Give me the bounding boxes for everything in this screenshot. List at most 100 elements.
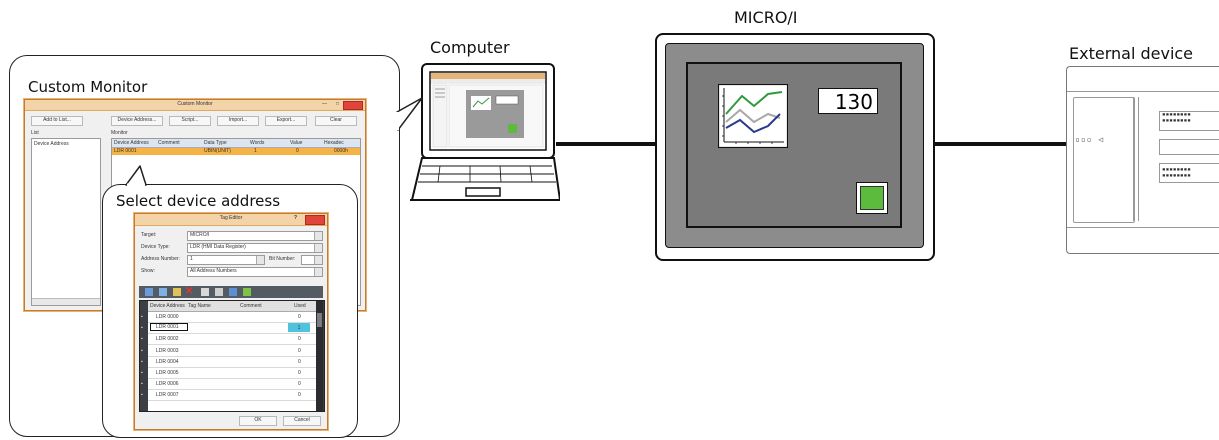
show-label: Show: (141, 268, 155, 274)
target-label: Target: (141, 232, 157, 238)
row-used: 0 (298, 347, 301, 354)
tag-editor-close-icon[interactable] (305, 215, 325, 225)
col-value[interactable]: Value (290, 140, 303, 146)
list-header: Device Address (34, 141, 69, 147)
find-icon[interactable] (229, 288, 237, 296)
computer-label: Computer (430, 38, 510, 57)
edit-icon[interactable] (159, 288, 167, 296)
row-used: 0 (298, 358, 301, 365)
table-row[interactable]: ▪ LDR 0003 0 (141, 346, 316, 357)
row-marker-icon: ▪ (141, 336, 143, 343)
list-label: List (31, 130, 39, 136)
tag-grid-header: Device Address Tag Name Comment Used (148, 301, 316, 312)
row-address: LDR 0002 (156, 336, 179, 343)
row-marker-icon: ▪ (141, 392, 143, 399)
copy-icon[interactable] (173, 288, 181, 296)
trend-chart-icon (718, 84, 788, 148)
chevron-down-icon (314, 232, 322, 240)
row-address: LDR 0006 (156, 381, 179, 388)
custom-monitor-title: Custom Monitor (177, 101, 213, 107)
target-select[interactable]: MICRO/I (187, 231, 323, 241)
col-used[interactable]: Used (294, 303, 306, 309)
minimize-icon[interactable]: — (322, 101, 327, 107)
col-data-type[interactable]: Data Type (204, 140, 227, 146)
selected-row[interactable]: LDR 0001 UBIN(UNIT) 1 0 0000h (112, 148, 360, 155)
micro-label: MICRO/I (734, 8, 798, 27)
col-words[interactable]: Words (250, 140, 265, 146)
cell-data-type: UBIN(UNIT) (204, 148, 231, 154)
row-used: 0 (298, 392, 301, 399)
plc-indicator-icon: ▫▫▫ ◁ (1075, 135, 1105, 144)
maximize-icon[interactable]: □ (335, 101, 339, 107)
row-address: LDR 0003 (156, 347, 179, 354)
help-icon[interactable]: ? (293, 215, 297, 221)
bit-number-label: Bit Number: (269, 256, 296, 262)
select-device-label: Select device address (116, 192, 281, 210)
tag-grid[interactable]: Device Address Tag Name Comment Used ▪LD… (139, 300, 325, 412)
device-address-button[interactable]: Device Address... (111, 116, 163, 126)
show-select[interactable]: All Address Numbers (187, 267, 323, 277)
device-type-label: Device Type: (141, 244, 170, 250)
row-used: 0 (298, 314, 301, 320)
row-address: LDR 0004 (156, 358, 179, 365)
monitor-label: Monitor (111, 130, 128, 136)
row-marker-icon: ▪ (141, 325, 143, 332)
close-icon[interactable] (343, 101, 363, 110)
cell-address: LDR 0001 (114, 148, 137, 154)
row-used: 0 (298, 381, 301, 388)
col-device-address[interactable]: Device Address (114, 140, 149, 146)
monitor-header-row: Device Address Comment Data Type Words V… (112, 139, 360, 148)
delete-icon[interactable]: ✕ (185, 286, 194, 297)
plc-terminal-top: ▪▪▪▪▪▪▪▪▪▪▪▪▪▪▪▪ (1159, 111, 1219, 131)
row-address: LDR 0000 (156, 314, 179, 320)
cancel-button[interactable]: Cancel (283, 416, 321, 426)
external-device-label: External device (1069, 44, 1194, 63)
col-comment[interactable]: Comment (158, 140, 180, 146)
list-scrollbar[interactable] (32, 298, 100, 305)
row-marker-icon: ▪ (141, 347, 143, 354)
hmi-green-button[interactable] (856, 182, 888, 214)
script-button[interactable]: Script... (169, 116, 211, 126)
cell-hex: 0000h (334, 148, 348, 154)
add-to-list-button[interactable]: Add to List... (31, 116, 83, 126)
row-address: LDR 0005 (156, 370, 179, 376)
bit-number-stepper[interactable] (301, 255, 323, 265)
plc-terminal-bottom: ▪▪▪▪▪▪▪▪▪▪▪▪▪▪▪▪ (1159, 163, 1219, 183)
tag-editor-window: Tag Editor ? Target: MICRO/I Device Type… (134, 213, 328, 430)
paste-icon[interactable] (201, 288, 209, 296)
address-number-stepper[interactable]: 1 (187, 255, 265, 265)
col-hexadec[interactable]: Hexadec (324, 140, 344, 146)
list-panel[interactable]: Device Address (31, 138, 101, 306)
new-icon[interactable] (145, 288, 153, 296)
table-row[interactable]: ▪ LDR 0007 0 (141, 390, 316, 402)
row-address: LDR 0007 (156, 392, 179, 399)
micro-i-hmi: 130 (655, 33, 935, 261)
col-device-address[interactable]: Device Address (150, 303, 185, 309)
row-used: 1 (288, 323, 310, 333)
address-number-label: Address Number: (141, 256, 180, 262)
ok-button[interactable]: OK (239, 416, 277, 426)
apply-icon[interactable] (243, 288, 251, 296)
hmi-numeric-display: 130 (818, 88, 878, 114)
clear-button[interactable]: Clear (315, 116, 357, 126)
cut-icon[interactable] (215, 288, 223, 296)
row-used: 0 (298, 370, 301, 376)
export-button[interactable]: Export... (265, 116, 307, 126)
table-row[interactable]: ▪ LDR 0002 0 (141, 334, 316, 346)
col-tag-name[interactable]: Tag Name (188, 303, 211, 309)
device-type-select[interactable]: LDR (HMI Data Register) (187, 243, 323, 253)
col-comment[interactable]: Comment (240, 303, 262, 309)
chevron-down-icon (314, 244, 322, 252)
row-used: 0 (298, 336, 301, 343)
import-button[interactable]: Import... (217, 116, 259, 126)
tag-grid-scrollbar[interactable] (316, 301, 323, 411)
custom-monitor-label: Custom Monitor (28, 78, 148, 96)
plc-front-panel (1073, 97, 1135, 223)
